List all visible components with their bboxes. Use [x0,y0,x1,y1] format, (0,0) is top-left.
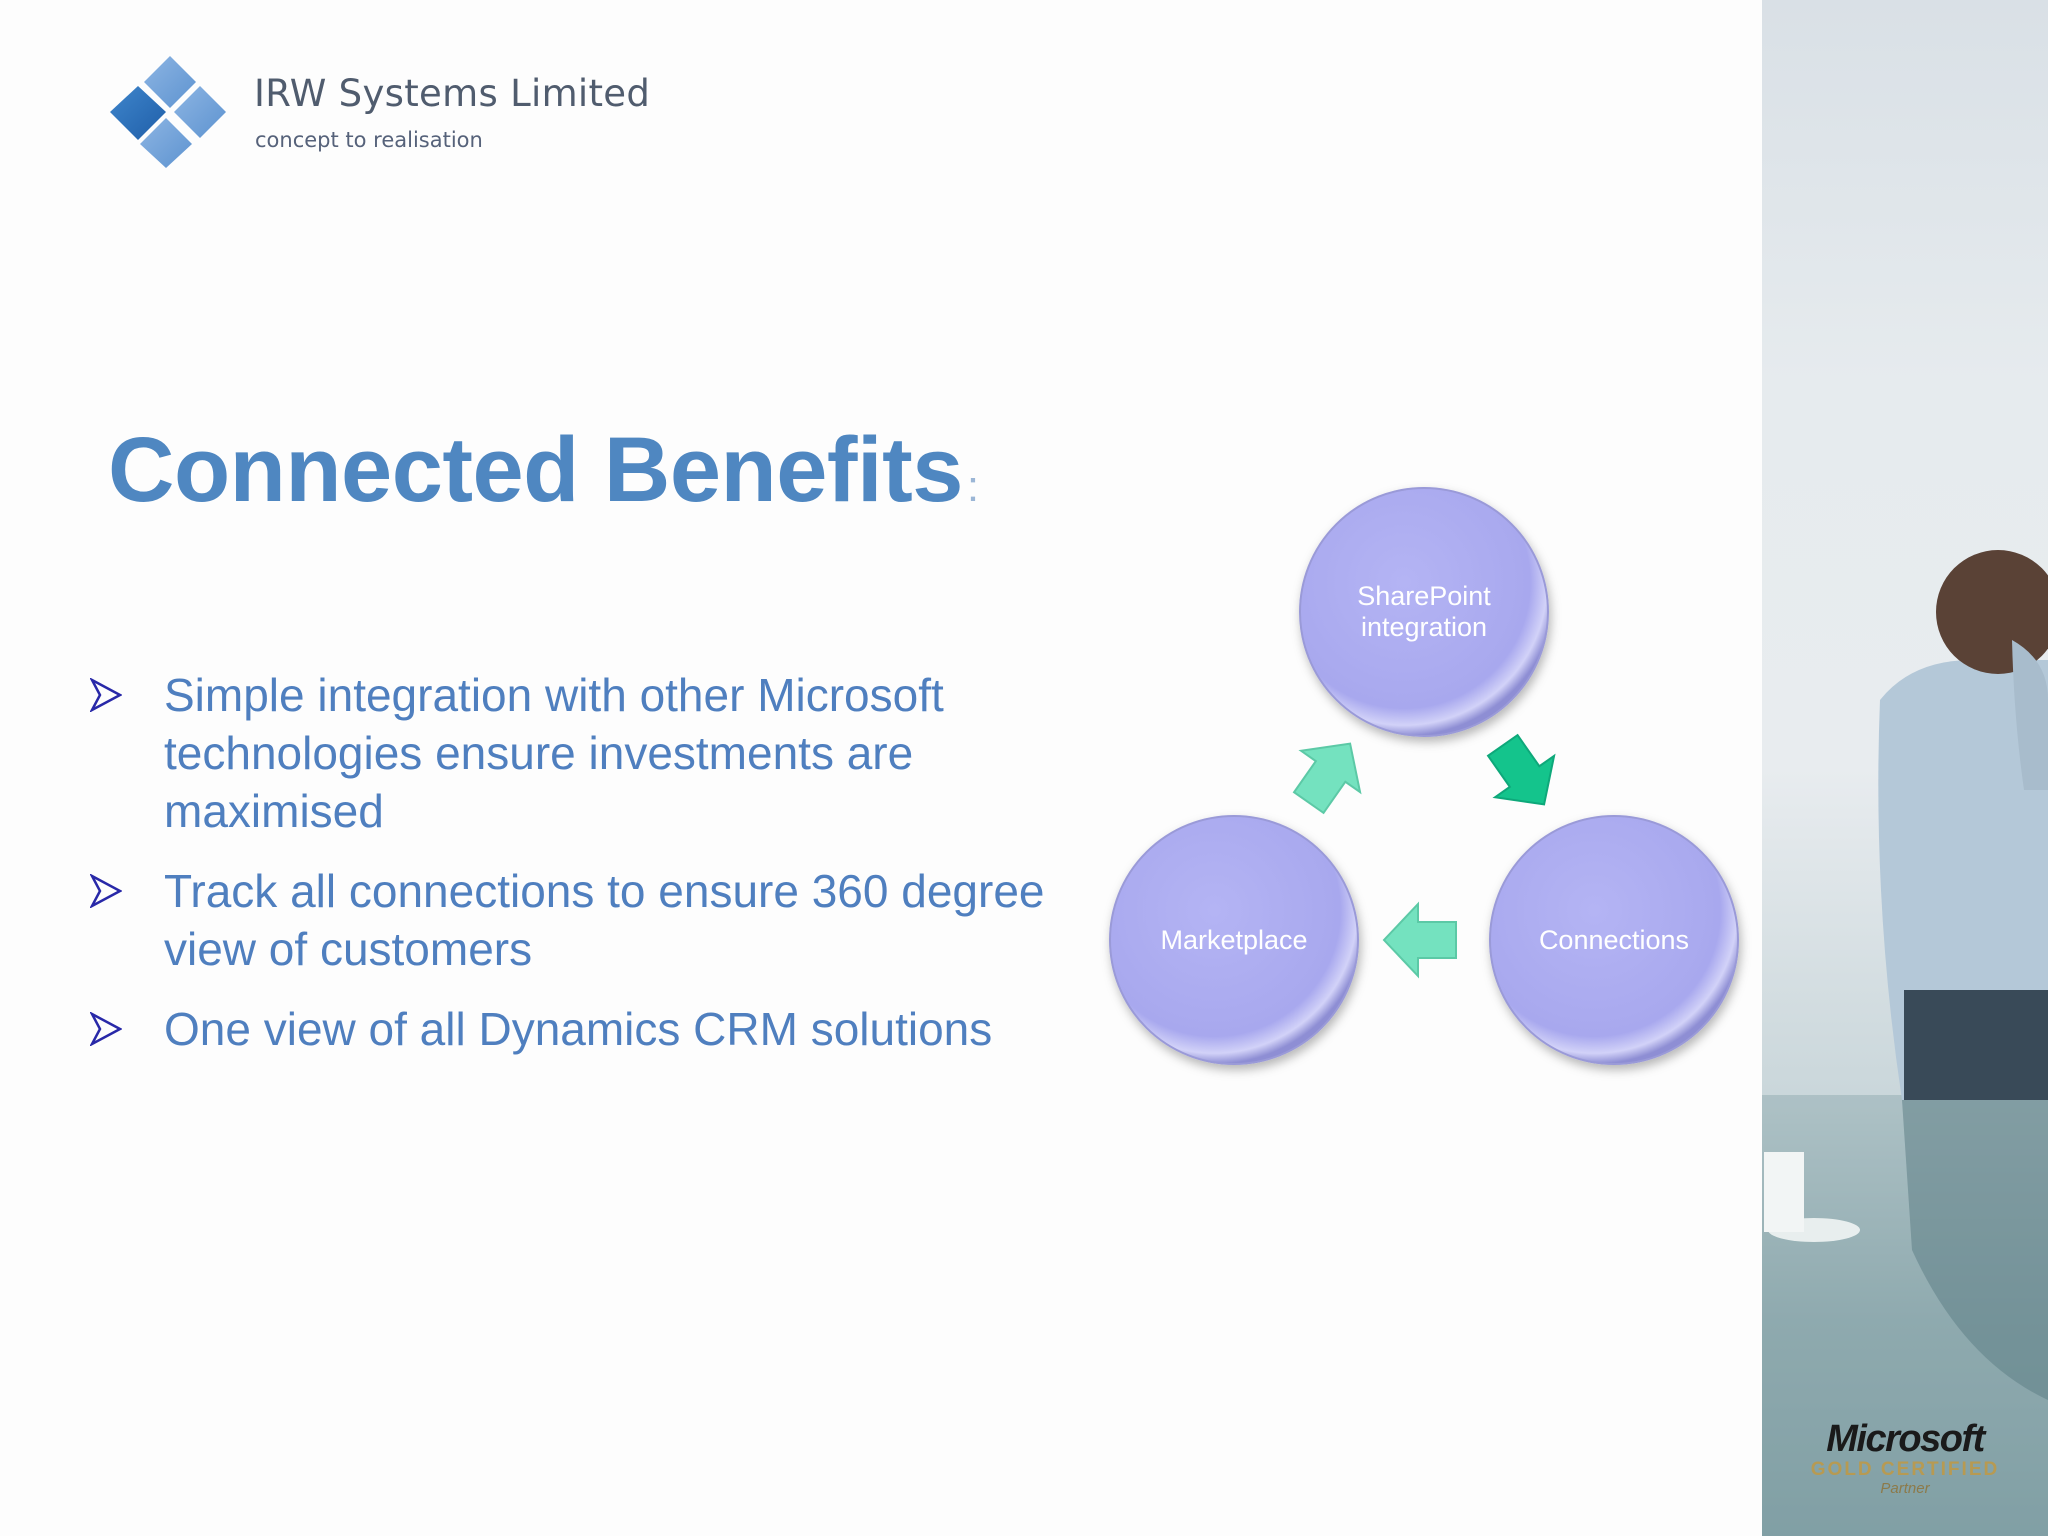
node-label-connections: Connections [1538,925,1690,955]
page-title-colon: : [966,462,979,511]
page-title: Connected Benefits: [108,418,979,523]
list-item: Track all connections to ensure 360 degr… [88,862,1118,978]
company-tagline: concept to realisation [255,128,483,152]
badge-brand: Microsoft [1826,1418,1985,1460]
arrow-left-icon [1382,901,1457,979]
logo-diamond-icon [110,56,226,168]
arrowhead-bullet-icon [90,1012,122,1046]
cycle-diagram: SharePoint integration Connections Marke… [1100,470,1760,1090]
node-label-marketplace: Marketplace [1160,925,1308,955]
company-name: IRW Systems Limited [254,72,651,115]
arrow-down-right-icon [1486,733,1556,806]
cycle-diagram-graphic [1109,487,1739,1065]
background-photo [1762,0,2048,1536]
list-item: One view of all Dynamics CRM solutions [88,1000,1118,1058]
arrowhead-bullet-icon [90,874,122,908]
badge-level: GOLD CERTIFIED [1810,1459,2000,1480]
badge-tier: Partner [1880,1480,1930,1497]
list-item: Simple integration with other Microsoft … [88,666,1118,840]
page-title-text: Connected Benefits [108,419,963,521]
microsoft-gold-partner-badge: Microsoft GOLD CERTIFIED Partner [1790,1418,2020,1497]
arrowhead-bullet-icon [90,678,122,712]
list-item-text: One view of all Dynamics CRM solutions [164,1003,993,1055]
benefits-list: Simple integration with other Microsoft … [88,666,1118,1080]
list-item-text: Simple integration with other Microsoft … [164,669,944,837]
node-label-sharepoint: SharePoint integration [1357,581,1491,642]
company-logo: IRW Systems Limited concept to realisati… [108,54,650,172]
man-on-phone-photo [1762,550,2048,1536]
list-item-text: Track all connections to ensure 360 degr… [164,865,1045,975]
sharepoint-node-circle [1299,487,1549,737]
arrow-up-right-icon [1292,742,1362,815]
marketplace-node-circle [1109,815,1359,1065]
connections-node-circle [1489,815,1739,1065]
